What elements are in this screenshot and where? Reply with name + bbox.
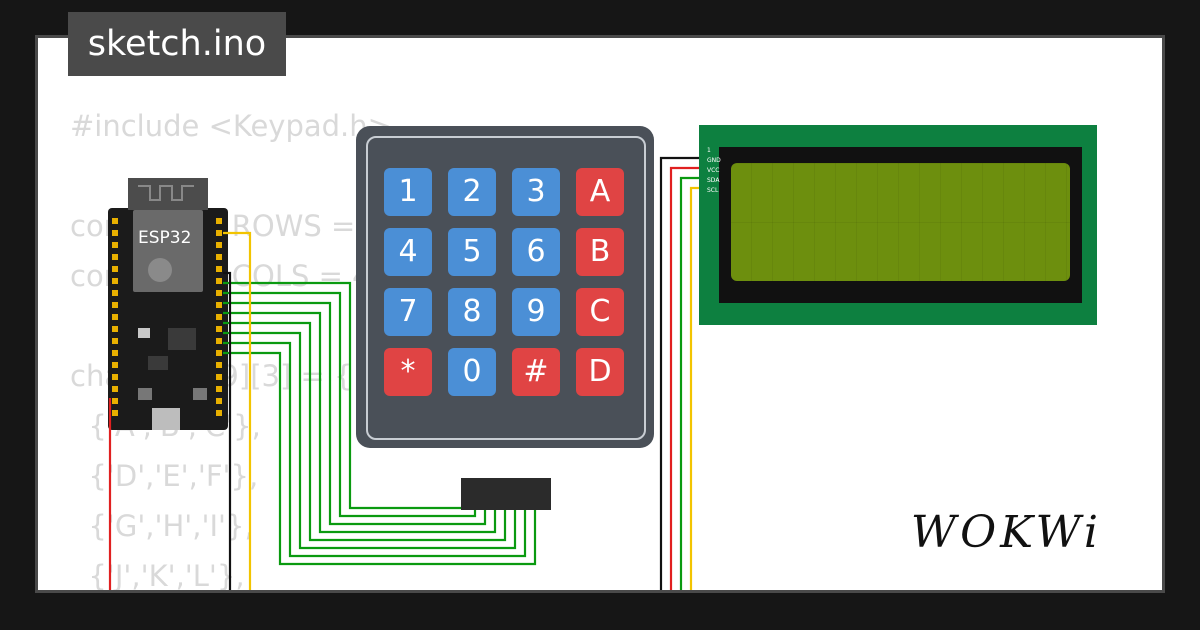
keypad-key[interactable]: 0 <box>448 348 496 396</box>
keypad-key[interactable]: 2 <box>448 168 496 216</box>
vcc-wire-lcd <box>669 166 699 590</box>
code-line: {'J','K','L'}, <box>70 559 245 593</box>
keypad-wire-4 <box>223 311 497 534</box>
keypad-connector <box>461 478 551 510</box>
lcd-pin-gnd: GND <box>707 157 721 164</box>
lcd-pin-label: 1 <box>707 147 711 154</box>
sda-wire <box>223 231 252 590</box>
keypad-key[interactable]: B <box>576 228 624 276</box>
keypad-wire-5 <box>223 321 507 542</box>
keypad-key[interactable]: 5 <box>448 228 496 276</box>
keypad-key[interactable]: 4 <box>384 228 432 276</box>
esp32-board[interactable] <box>108 178 258 458</box>
espressif-logo-icon <box>148 258 172 282</box>
lcd-pin-sda: SDA <box>707 177 720 184</box>
keypad-key[interactable]: # <box>512 348 560 396</box>
gnd-wire-lcd <box>659 156 699 590</box>
keypad-key[interactable]: D <box>576 348 624 396</box>
code-line: #include <Keypad.h> <box>70 109 392 143</box>
wifi-antenna-icon <box>128 178 208 210</box>
scl-wire-lcd <box>689 186 699 590</box>
lcd-screen <box>731 163 1070 281</box>
keypad-key[interactable]: * <box>384 348 432 396</box>
keypad-key[interactable]: 7 <box>384 288 432 336</box>
keypad-key[interactable]: C <box>576 288 624 336</box>
code-line: {'G','H','I'}, <box>70 509 254 543</box>
keypad-key[interactable]: 6 <box>512 228 560 276</box>
gnd-wire-esp <box>223 271 232 590</box>
esp32-label: ESP32 <box>138 228 192 248</box>
sda-wire-lcd <box>679 176 699 590</box>
keypad-wire-7 <box>223 341 527 558</box>
lcd-pin-vcc: VCC <box>707 167 720 174</box>
keypad-key[interactable]: 1 <box>384 168 432 216</box>
usb-port-icon <box>152 408 180 430</box>
keypad-wire-8 <box>223 351 537 566</box>
keypad-key[interactable]: 8 <box>448 288 496 336</box>
lcd-frame <box>719 147 1082 303</box>
lcd-1602[interactable]: 1 GND VCC SDA SCL <box>699 125 1097 325</box>
keypad-frame <box>366 136 646 440</box>
keypad-key[interactable]: A <box>576 168 624 216</box>
keypad-wire-6 <box>223 331 517 550</box>
keypad-key[interactable]: 3 <box>512 168 560 216</box>
diagram-canvas: #include <Keypad.h>const byte ROWS = 4;c… <box>35 35 1165 593</box>
lcd-pin-scl: SCL <box>707 187 719 194</box>
filename-tab[interactable]: sketch.ino <box>68 12 286 76</box>
keypad-key[interactable]: 9 <box>512 288 560 336</box>
wokwi-logo: WOKWi <box>910 507 1102 558</box>
